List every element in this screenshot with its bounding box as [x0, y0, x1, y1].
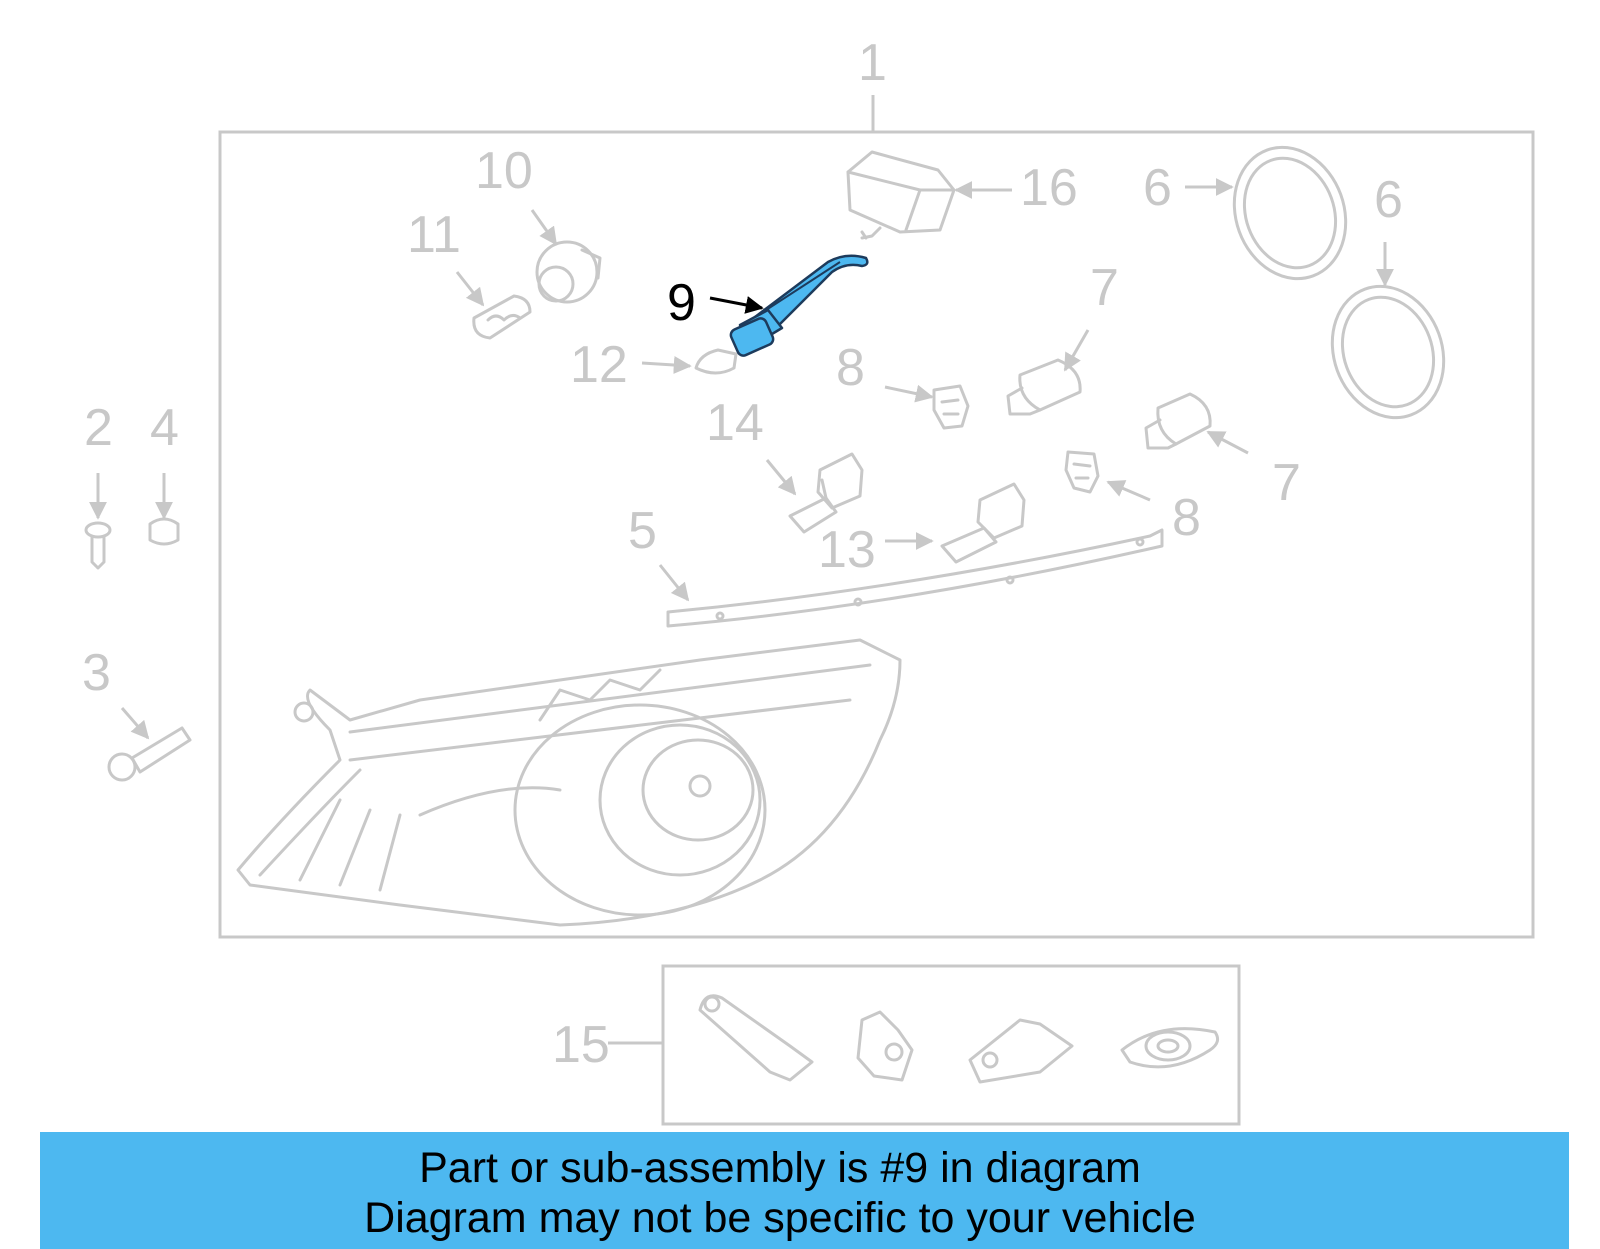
callout-11: 11 [407, 206, 461, 264]
leveling-actuator-part-16 [846, 150, 956, 240]
main-assembly-frame [218, 130, 1535, 939]
kit-frame [661, 964, 1241, 1126]
callout-9[interactable]: 9 [667, 274, 696, 332]
callout-6b: 6 [1374, 171, 1403, 229]
notice-banner: Part or sub-assembly is #9 in diagram Di… [40, 1132, 1569, 1249]
callout-13: 13 [818, 521, 876, 579]
callout-14: 14 [706, 394, 764, 452]
mounting-kit-part-15 [698, 994, 1220, 1084]
callout-7a: 7 [1090, 259, 1119, 317]
callout-6a: 6 [1143, 159, 1172, 217]
bulb-part-10 [535, 240, 602, 304]
screw-part-2 [84, 521, 112, 570]
socket-part-7a [1006, 358, 1082, 416]
banner-line-1: Part or sub-assembly is #9 in diagram [419, 1144, 1141, 1192]
callout-2: 2 [84, 399, 113, 457]
callout-8b: 8 [1172, 489, 1201, 547]
trim-strip-part-5 [666, 528, 1164, 628]
halogen-bulb-part-13 [940, 482, 1026, 564]
callout-10: 10 [475, 142, 533, 200]
clip-part-8a [932, 384, 970, 430]
clip-part-4 [148, 517, 180, 546]
callout-4: 4 [150, 399, 179, 457]
wedge-bulb-part-12 [694, 348, 738, 375]
socket-part-7b [1144, 392, 1212, 450]
callout-8a: 8 [836, 339, 865, 397]
headlamp-housing [236, 638, 902, 927]
callout-12: 12 [570, 336, 628, 394]
clip-part-8b [1064, 450, 1100, 494]
callout-1: 1 [858, 34, 887, 92]
callout-7b: 7 [1272, 454, 1301, 512]
halogen-bulb-part-14 [788, 452, 864, 534]
callout-3: 3 [82, 644, 111, 702]
callout-16: 16 [1020, 159, 1078, 217]
banner-line-2: Diagram may not be specific to your vehi… [364, 1194, 1196, 1242]
socket-harness-part-9[interactable] [729, 254, 869, 358]
callout-15: 15 [552, 1016, 610, 1074]
bolt-part-3 [107, 726, 192, 782]
callout-5: 5 [628, 502, 657, 560]
dust-cap-rings-part-6 [1232, 145, 1446, 420]
bulb-part-11 [472, 294, 532, 340]
